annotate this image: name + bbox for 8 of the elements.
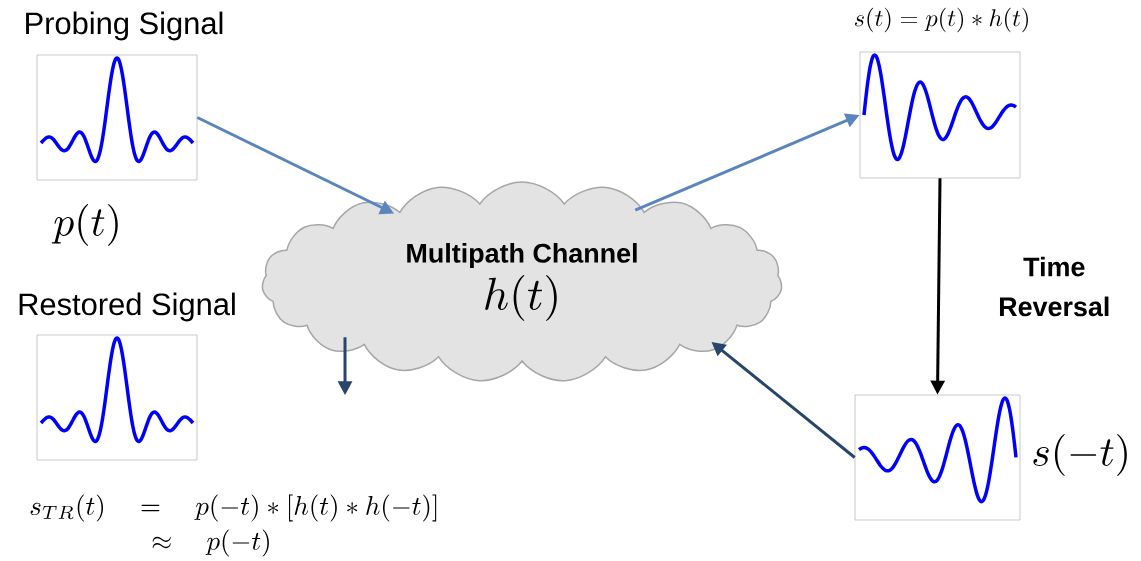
plot-title: Restored Signal [19,292,235,322]
formula: $\approx \quad p(-t)$ [152,529,269,557]
formula: $p(t)$ [51,204,118,246]
edge-label: Time Reversal [1000,256,1109,317]
formula: $s(-t)$ [1033,434,1127,476]
plot-title: Probing Signal [26,11,223,41]
formula: $s(t) = p(t) * h(t)$ [854,7,1028,33]
formula: $s_{TR}(t) \quad = \quad p(-t) * [h(t) * h(-t)]$ [30,494,437,522]
